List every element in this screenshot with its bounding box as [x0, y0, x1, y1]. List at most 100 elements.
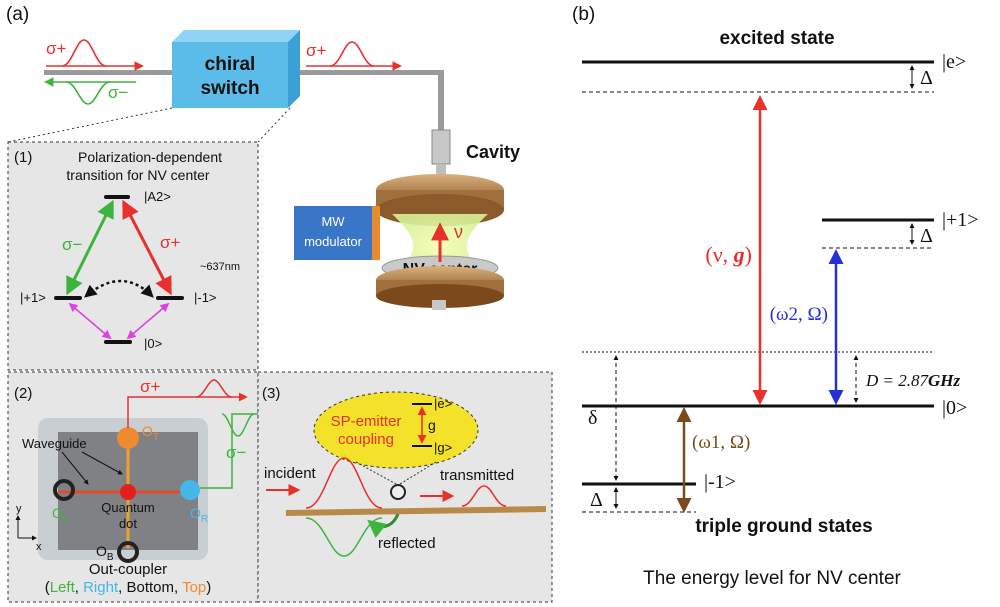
- fiber-tip: [436, 164, 446, 182]
- bubble-line-2: coupling: [338, 431, 394, 448]
- switch-top-face: [172, 30, 300, 42]
- level-a2: [104, 195, 130, 199]
- mw-coupler: [372, 206, 380, 260]
- sigma-plus-transition: [122, 199, 172, 296]
- reflected-label: reflected: [378, 535, 436, 552]
- omega2-label: (ω2, Ω): [770, 304, 828, 325]
- mw-label-1: MW: [321, 214, 345, 229]
- chiral-switch: [172, 42, 288, 108]
- mw-label-2: modulator: [304, 234, 362, 249]
- panel-b-energy-levels: (b) excited state |e> Δ |+1> Δ |0> |-1> …: [572, 4, 979, 589]
- ket-e: |e>: [942, 51, 966, 73]
- incident-pulse: [305, 457, 383, 509]
- box-1-title-1: Polarization-dependent: [78, 149, 222, 165]
- box-1-title-2: transition for NV center: [66, 167, 210, 183]
- level-minus1-label: |-1>: [194, 290, 217, 305]
- box-1-sigma-plus: σ+: [160, 233, 180, 252]
- level-a2-label: |A2>: [144, 189, 171, 204]
- level-plus1-label: |+1>: [20, 290, 46, 305]
- zero-plus-link: [68, 302, 112, 340]
- cavity-label: Cavity: [466, 142, 520, 162]
- level-plus1: [54, 296, 82, 300]
- top-setup: σ+ σ− chiral switch σ+ Cavity ν NV cente…: [44, 30, 520, 310]
- transmitted-pulse: [461, 485, 507, 507]
- bubble-line-1: SP-emitter: [331, 413, 402, 430]
- ot-label: OT: [142, 423, 159, 443]
- lower-mirror-bottom: [376, 284, 504, 308]
- axis-y-label: y: [16, 503, 22, 515]
- sigma-plus-out: σ+: [306, 41, 326, 60]
- outcoupler-legend: (Left, Right, Bottom, Top): [45, 579, 212, 596]
- zoom-line-right: [257, 107, 291, 143]
- quantum-dot: [120, 484, 136, 500]
- panel-b-label: (b): [572, 4, 595, 25]
- excited-state-label: excited state: [719, 28, 834, 49]
- level-0: [104, 340, 132, 344]
- quantum-dot-label-2: dot: [119, 516, 137, 531]
- box-2-sigma-plus: σ+: [140, 377, 160, 396]
- emitter: [390, 484, 406, 500]
- box-2-sigma-minus: σ−: [226, 443, 246, 462]
- box-2-quantum-dot: (2) σ+ σ− Waveguide OT Quantum dot OL OR…: [7, 371, 270, 603]
- fiber-holder: [431, 129, 451, 165]
- caption: The energy level for NV center: [643, 568, 901, 589]
- quantum-dot-label-1: Quantum: [101, 500, 154, 515]
- box-3-number: (3): [262, 385, 280, 402]
- nu-g-label: (ν, g): [705, 242, 752, 267]
- mw-coupling: [84, 279, 154, 298]
- right-pulse: [221, 413, 255, 437]
- coupling-bubble: [313, 391, 479, 469]
- box-1-transition: (1) Polarization-dependent transition fo…: [7, 141, 259, 371]
- switch-label-1: chiral: [205, 54, 256, 75]
- box-1-sigma-minus: σ−: [62, 235, 82, 254]
- g-level-label: |g>: [434, 440, 452, 455]
- pulse-sigma-plus-out: [329, 41, 375, 67]
- or-coupler: [180, 480, 200, 500]
- waveguide-pointer-2: [81, 451, 123, 475]
- reflected-arrow-3: [367, 513, 400, 539]
- d-label: D = 2.87GHz: [865, 371, 961, 390]
- bubble-pointer-right: [399, 461, 437, 485]
- right-output-line: [200, 409, 270, 489]
- sigma-plus-in: σ+: [46, 39, 66, 58]
- mw-modulator: [294, 206, 372, 260]
- nu-label: ν: [454, 222, 463, 242]
- ob-coupler: [117, 541, 139, 563]
- small-delta: δ: [588, 407, 597, 429]
- ob-label: OB: [96, 543, 114, 563]
- box-2-number: (2): [14, 385, 32, 402]
- fiber-drop: [438, 70, 444, 132]
- level-0-label: |0>: [144, 336, 162, 351]
- wavelength-label: ~637nm: [200, 261, 240, 273]
- switch-label-2: switch: [200, 78, 259, 99]
- nanowire: [286, 506, 546, 516]
- pulse-sigma-minus-out: [65, 81, 111, 105]
- sigma-minus-out: σ−: [108, 83, 128, 102]
- panel-a-label: (a): [6, 4, 29, 25]
- ket-plus1: |+1>: [942, 209, 979, 231]
- delta-mid: Δ: [920, 225, 933, 247]
- ot-coupler: [117, 427, 139, 449]
- box-3-sp-emitter: (3) SP-emitter coupling g |e> |g> incide…: [257, 371, 553, 603]
- incident-label: incident: [264, 465, 317, 482]
- ol-coupler: [53, 479, 75, 501]
- ol-label: OL: [52, 505, 69, 525]
- ket-0: |0>: [942, 397, 967, 419]
- zero-minus-link: [126, 302, 170, 340]
- outcoupler-label: Out-coupler: [89, 561, 167, 578]
- lower-holder: [432, 300, 446, 310]
- transmitted-label: transmitted: [440, 467, 514, 484]
- zoom-line-left: [7, 107, 173, 143]
- e-label: |e>: [434, 396, 452, 411]
- top-output-line: [127, 392, 248, 428]
- ket-minus1: |-1>: [704, 471, 736, 493]
- g-label: g: [428, 417, 436, 433]
- switch-side-face: [288, 30, 300, 108]
- delta-top: Δ: [920, 67, 933, 89]
- box-1-number: (1): [14, 149, 32, 166]
- or-label: OR: [190, 505, 208, 525]
- top-pulse: [195, 379, 233, 398]
- axis-x-label: x: [36, 541, 42, 553]
- pulse-sigma-plus-in: [61, 39, 107, 67]
